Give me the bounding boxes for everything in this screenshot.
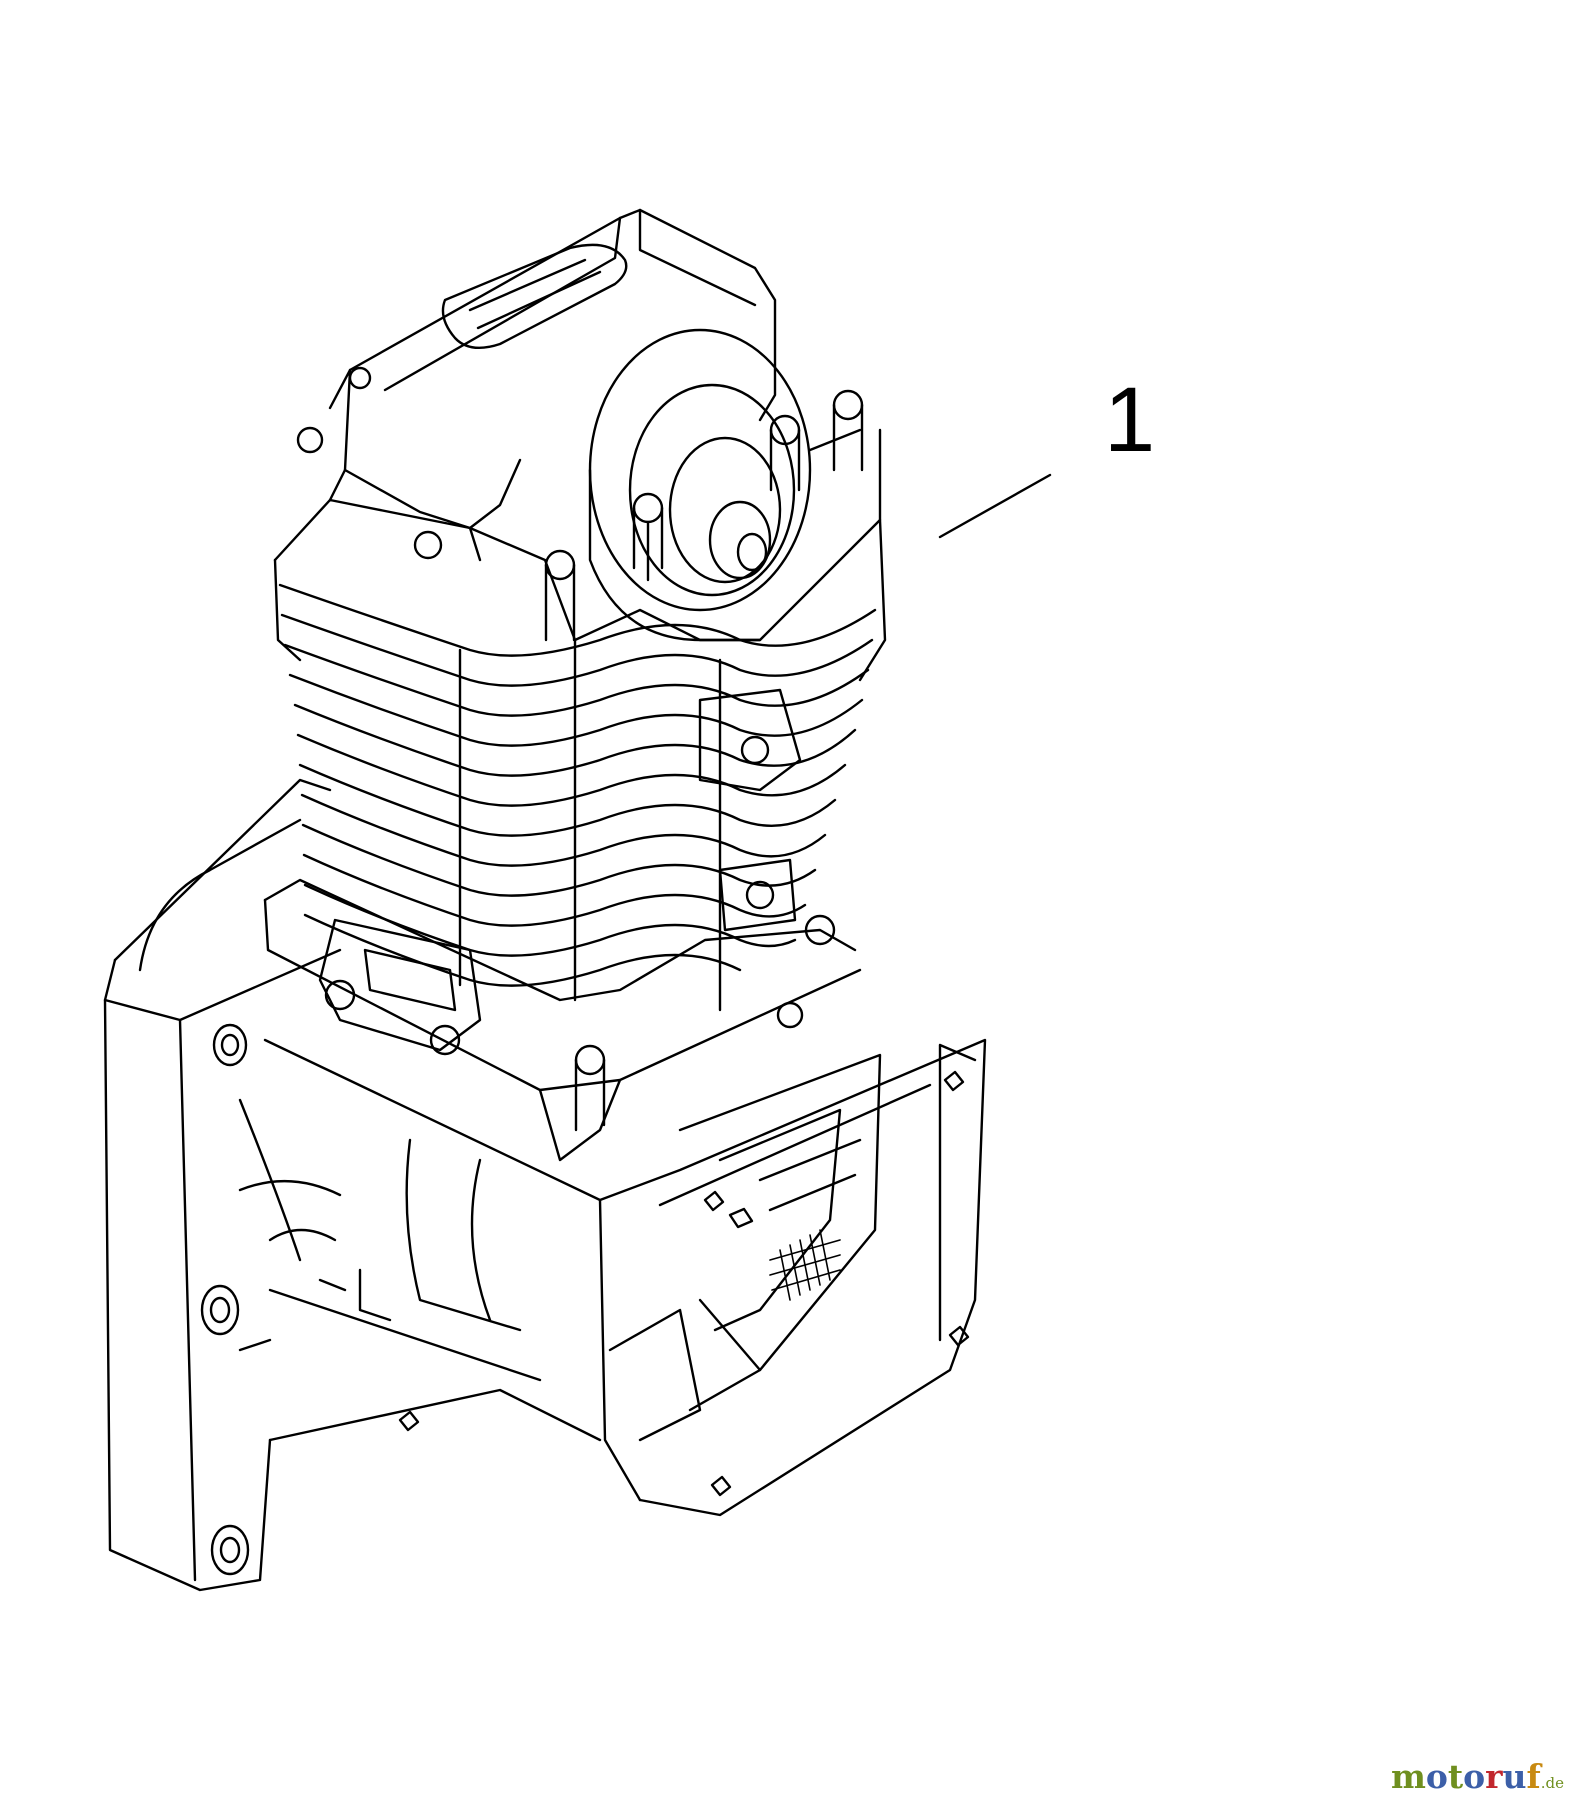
oil-fill-cap <box>441 243 628 350</box>
cylinder-head <box>273 428 887 682</box>
watermark-letter: u <box>1502 1757 1527 1796</box>
watermark-letter: t <box>1447 1757 1464 1796</box>
cooling-fins <box>278 583 877 1012</box>
cam-pulley <box>588 328 862 642</box>
watermark-letter: f <box>1526 1757 1541 1796</box>
cylinder-base <box>263 878 862 1162</box>
head-bolts <box>296 366 864 642</box>
crankcase-mount-holes <box>200 1023 970 1576</box>
crankcase-internals <box>238 1098 522 1332</box>
callout-leader-line <box>938 473 1052 539</box>
watermark-letter: o <box>1425 1757 1448 1796</box>
motoruf-watermark-logo: motoruf.de <box>1391 1757 1564 1796</box>
callout-label-1: 1 <box>1104 369 1155 471</box>
exhaust-flange <box>318 918 482 1056</box>
watermark-suffix: .de <box>1540 1774 1564 1792</box>
watermark-letter: o <box>1463 1757 1486 1796</box>
watermark-letter: r <box>1485 1757 1503 1796</box>
watermark-letter: m <box>1390 1757 1426 1796</box>
cylinder-side-bracket <box>698 688 802 932</box>
gear-housing <box>608 1053 882 1442</box>
crankcase <box>103 778 987 1592</box>
